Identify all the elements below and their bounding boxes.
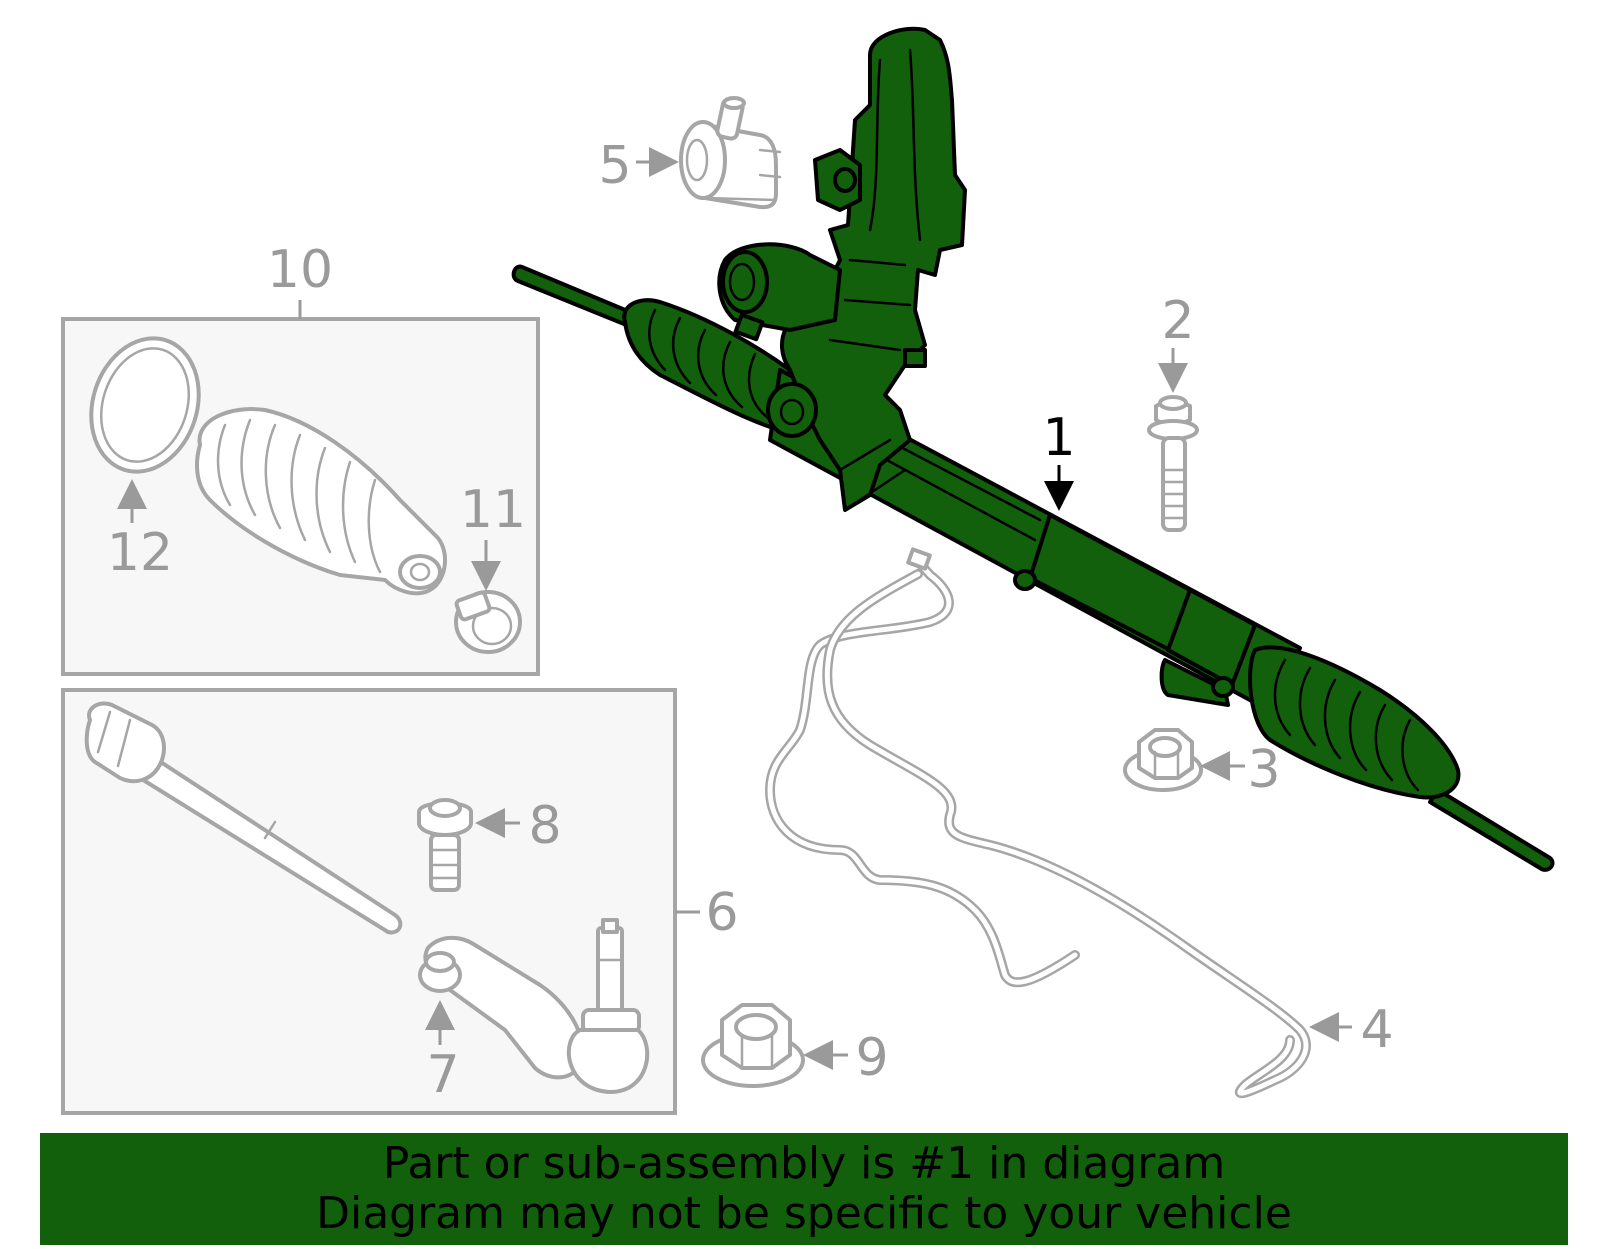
callout-2: 2 <box>1161 291 1194 351</box>
bellows-boot-part <box>195 407 448 596</box>
steering-gear-assembly-part <box>511 26 1555 872</box>
callout-4: 4 <box>1360 1000 1393 1060</box>
sensor-part <box>679 96 782 210</box>
callout-5: 5 <box>598 136 631 196</box>
small-clamp-part <box>454 590 522 654</box>
hydraulic-line-part <box>765 547 1311 1099</box>
callout-6: 6 <box>705 883 738 943</box>
outer-tie-rod-end-part <box>418 918 650 1094</box>
banner-line-1: Part or sub-assembly is #1 in diagram <box>382 1138 1226 1189</box>
flange-nut-3-part <box>1123 728 1203 792</box>
callout-9: 9 <box>855 1028 888 1088</box>
callout-1: 1 <box>1042 408 1075 468</box>
banner-line-2: Diagram may not be specific to your vehi… <box>316 1188 1292 1239</box>
bolt-part <box>1147 395 1199 532</box>
stud-part <box>417 798 473 892</box>
callout-8: 8 <box>528 796 561 856</box>
callout-7: 7 <box>426 1045 459 1105</box>
callout-10: 10 <box>267 240 333 300</box>
callout-11: 11 <box>460 480 526 540</box>
inner-tie-rod-part <box>84 701 403 935</box>
callout-12: 12 <box>107 523 173 583</box>
info-banner: Part or sub-assembly is #1 in diagram Di… <box>40 1133 1568 1245</box>
callout-3: 3 <box>1247 740 1280 800</box>
clamp-ring-part <box>89 336 201 474</box>
flange-nut-9-part <box>701 1003 805 1088</box>
